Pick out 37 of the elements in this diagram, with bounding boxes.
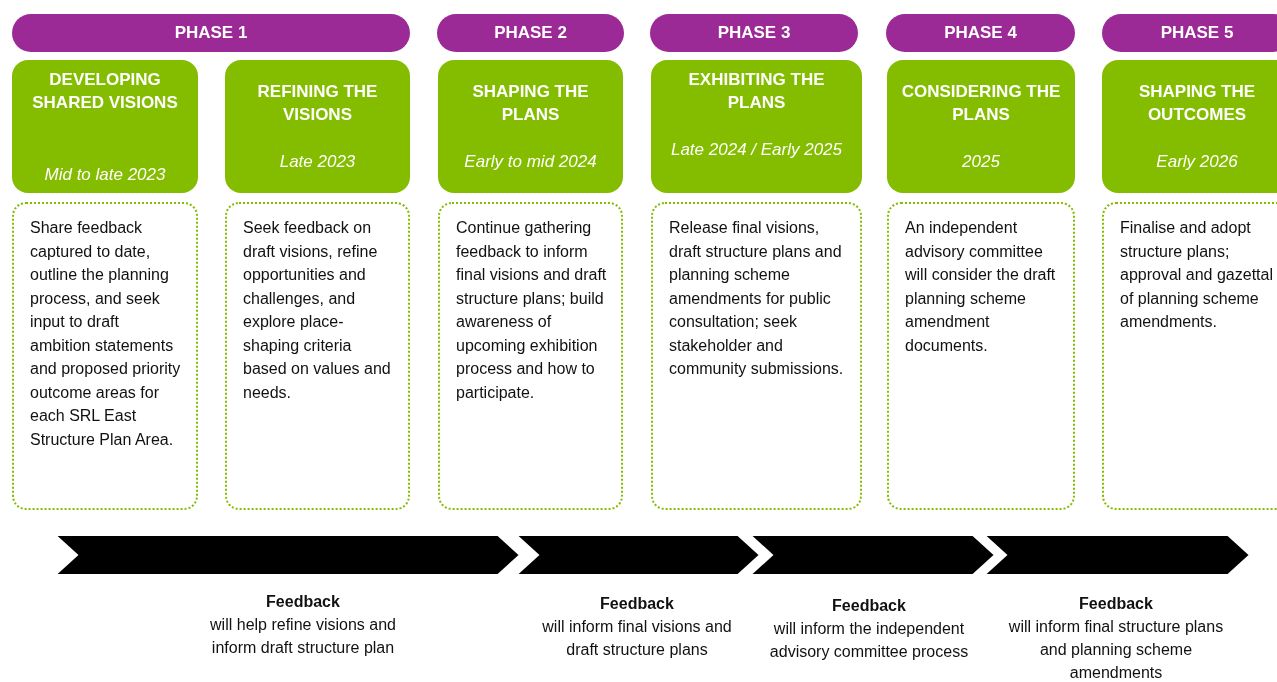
phase-banner: PHASE 3 [650,14,858,52]
feedback-heading: Feedback [600,594,674,614]
phase-banner: PHASE 5 [1102,14,1277,52]
stage-card [1102,60,1277,193]
stage-date: Early to mid 2024 [463,151,598,173]
stage-title: DEVELOPING SHARED VISIONS [31,69,179,114]
stage-date: Late 2024 / Early 2025 [669,139,844,161]
stage-date: 2025 [961,151,1001,173]
phase-banner: PHASE 4 [886,14,1075,52]
feedback-heading: Feedback [832,596,906,616]
stage-card [438,60,623,193]
stage-title: SHAPING THE PLANS [471,81,590,126]
stage-card [651,60,862,193]
feedback-note: will help refine visions and inform draft structure plan [209,615,397,658]
feedback-heading: Feedback [266,592,340,612]
stage-title: REFINING THE VISIONS [256,81,379,126]
feedback-heading: Feedback [1079,594,1153,614]
stage-card [225,60,410,193]
description-panel: Seek feedback on draft visions, refine opportunities and challenges, and explore place-shaping criteria based on values and needs. [225,202,410,510]
description-panel: Finalise and adopt structure plans; approval and gazettal of planning scheme amendments. [1102,202,1277,510]
stage-card [887,60,1075,193]
stage-card [12,60,198,193]
stage-date: Mid to late 2023 [43,164,167,186]
description-panel: Release final visions, draft structure plans and planning scheme amendments for public consultation; seek stakeholder and community submissions. [651,202,862,510]
stage-title: CONSIDERING THE PLANS [900,81,1062,126]
stage-title: EXHIBITING THE PLANS [687,69,826,114]
stage-date: Late 2023 [278,151,357,173]
description-panel: Continue gathering feedback to inform final visions and draft structure plans; build awareness of upcoming exhibition process and how to participate. [438,202,623,510]
feedback-note: will inform final structure plans and planning scheme amendments [1007,617,1225,682]
phase-banner: PHASE 2 [437,14,624,52]
feedback-note: will inform final visions and draft structure plans [541,617,733,660]
stage-title: SHAPING THE OUTCOMES [1137,81,1257,126]
description-panel: An independent advisory committee will consider the draft planning scheme amendment documents. [887,202,1075,510]
feedback-note: will inform the independent advisory committee process [769,619,969,662]
stage-date: Early 2026 [1155,151,1239,173]
description-panel: Share feedback captured to date, outline the planning process, and seek input to draft ambition statements and proposed priority outcome areas for each SRL East Structure Plan Area. [12,202,198,510]
phase-banner: PHASE 1 [12,14,410,52]
